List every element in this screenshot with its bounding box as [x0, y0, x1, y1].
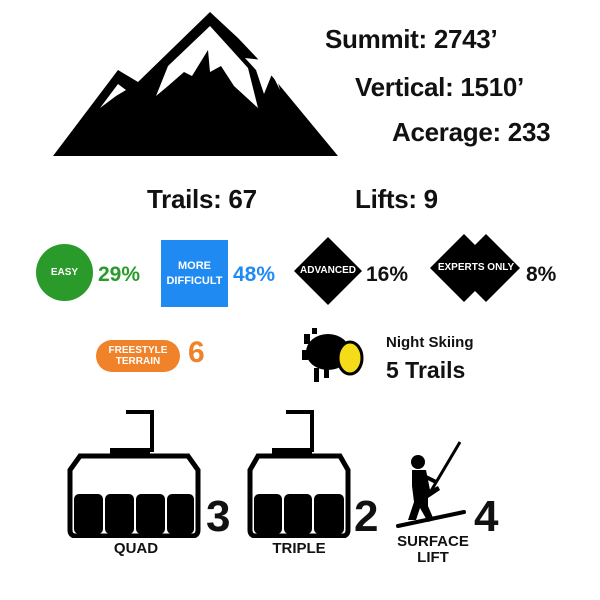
lifts-total: Lifts: 9 [355, 184, 438, 214]
triple-count: 2 [354, 492, 379, 541]
night-skiing-title: Night Skiing [386, 334, 474, 351]
freestyle-terrain-label: FREESTYLE TERRAIN [108, 345, 168, 367]
experts-only-percent: 8% [526, 263, 557, 286]
skier-icon [396, 441, 466, 528]
freestyle-terrain-badge: FREESTYLE TERRAIN [96, 340, 180, 372]
trails-total: Trails: 67 [147, 184, 257, 214]
more-difficult-square-icon: MORE DIFFICULT [161, 240, 228, 307]
advanced-label: ADVANCED [300, 265, 356, 276]
more-difficult-percent: 48% [233, 263, 276, 286]
acreage-stat: Acerage: 233 [392, 117, 551, 147]
quad-label: QUAD [113, 540, 159, 557]
advanced-diamond-icon [294, 237, 362, 305]
easy-percent: 29% [98, 263, 141, 286]
surface-lift-count: 4 [474, 492, 499, 541]
double-diamond-icon [430, 234, 520, 302]
vertical-stat: Vertical: 1510’ [355, 72, 524, 102]
summit-stat: Summit: 2743’ [325, 24, 498, 54]
triple-label: TRIPLE [272, 540, 326, 557]
night-skiing-trails: 5 Trails [386, 357, 466, 383]
more-difficult-label: MORE DIFFICULT [166, 259, 223, 287]
easy-circle-icon: EASY [36, 244, 93, 301]
experts-only-label: EXPERTS ONLY [437, 262, 515, 273]
gondola-icon [247, 410, 351, 538]
advanced-percent: 16% [366, 263, 409, 286]
gondola-icon [67, 410, 201, 538]
floodlight-icon [302, 328, 364, 382]
quad-count: 3 [206, 492, 231, 541]
easy-label: EASY [50, 267, 79, 278]
mountain-icon [53, 12, 338, 156]
surface-lift-label: SURFACE LIFT [397, 533, 469, 566]
freestyle-terrain-count: 6 [188, 336, 205, 369]
